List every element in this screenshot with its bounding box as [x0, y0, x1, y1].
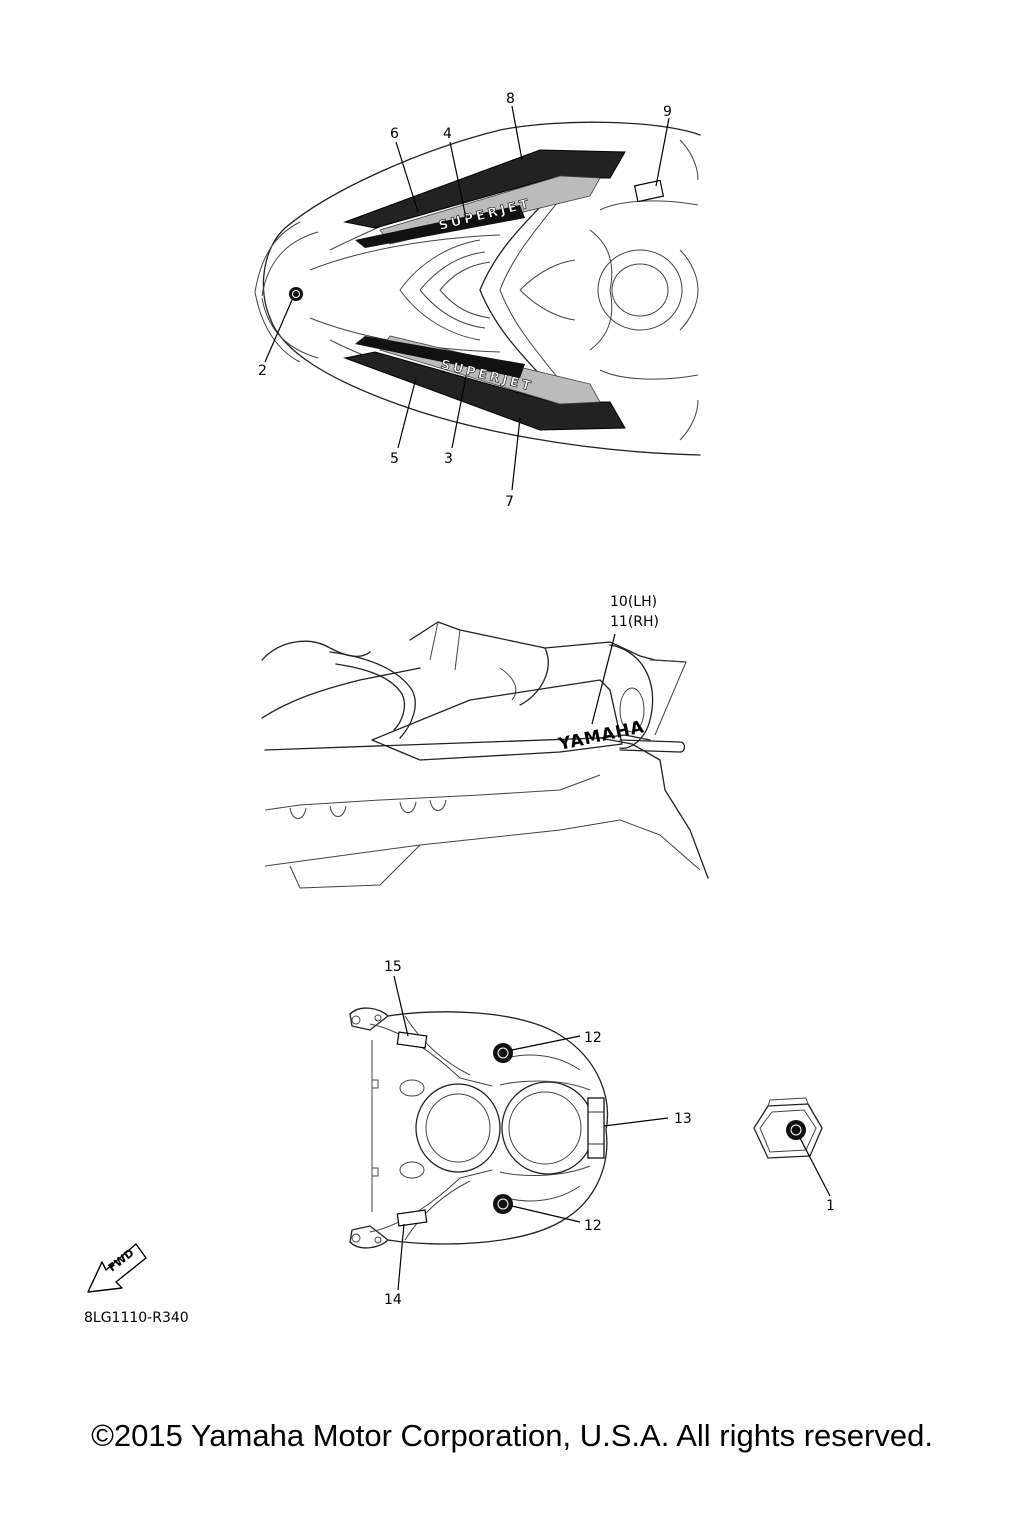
copyright-notice: ©2015 Yamaha Motor Corporation, U.S.A. A… — [91, 1418, 933, 1453]
label-15-shape — [396, 1031, 428, 1049]
callout-5: 5 — [390, 451, 399, 467]
callout-12-top: 12 — [584, 1030, 602, 1046]
emblem-12-bottom-icon — [493, 1194, 513, 1214]
callout-6: 6 — [390, 126, 399, 142]
emblem-12-top-icon — [493, 1043, 513, 1063]
callout-4: 4 — [443, 126, 452, 142]
callout-2: 2 — [258, 363, 267, 379]
label-9-shape — [633, 179, 665, 203]
callout-8: 8 — [506, 91, 515, 107]
label-13-shape — [587, 1097, 605, 1159]
emblem-1-icon — [786, 1120, 806, 1140]
steering-cover-part — [753, 1097, 823, 1159]
callout-7: 7 — [505, 494, 514, 510]
callout-15: 15 — [384, 959, 402, 975]
label-14-shape — [396, 1209, 428, 1227]
emblem-2-icon — [289, 287, 303, 301]
fwd-arrow-icon: FWD — [87, 1243, 147, 1293]
callout-3: 3 — [444, 451, 453, 467]
diagram-code: 8LG1110-R340 — [84, 1310, 189, 1326]
callout-11: 11(RH) — [610, 614, 659, 630]
hull-top-view: SUPERJET SUPERJET — [254, 121, 701, 456]
callout-10: 10(LH) — [610, 594, 657, 610]
yamaha-side-decal: YAMAHA — [556, 717, 647, 755]
callout-13: 13 — [674, 1111, 692, 1127]
leader-lines-top — [264, 105, 670, 491]
callout-9: 9 — [663, 104, 672, 120]
leader-10-11 — [591, 633, 616, 725]
callout-12-bottom: 12 — [584, 1218, 602, 1234]
hull-side-view: YAMAHA — [261, 621, 709, 889]
cover-top-view — [349, 1007, 609, 1249]
callout-14: 14 — [384, 1292, 402, 1308]
leader-lines-bottom — [393, 975, 831, 1291]
callout-1: 1 — [826, 1198, 835, 1214]
